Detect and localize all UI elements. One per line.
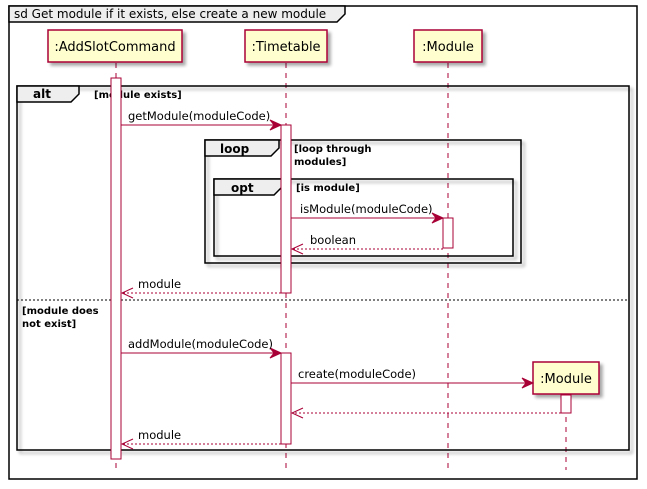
message-get-module-label: getModule(moduleCode)	[128, 109, 270, 123]
loop-guard-line2: modules]	[294, 157, 346, 168]
message-add-module-label: addModule(moduleCode)	[128, 337, 273, 351]
participant-created-module-label: :Module	[540, 372, 592, 387]
sd-frame: sd Get module if it exists, else create …	[8, 5, 638, 480]
activation-module	[442, 217, 454, 249]
alt-else-guard-line1: [module does	[22, 306, 99, 317]
loop-guard-line1: [loop through	[294, 144, 371, 155]
opt-fragment: opt [is module]	[213, 178, 514, 257]
opt-guard: [is module]	[296, 183, 360, 194]
message-create: create(moduleCode)	[291, 367, 535, 389]
participant-module: :Module	[413, 29, 483, 63]
loop-keyword: loop	[220, 142, 250, 156]
message-create-return	[290, 407, 561, 419]
message-is-module: isModule(moduleCode)	[291, 202, 445, 224]
loop-fragment: loop [loop through modules]	[204, 139, 522, 264]
activation-timetable-2	[280, 352, 292, 445]
alt-else-guard-line2: not exist]	[22, 319, 76, 330]
message-boolean-return: boolean	[290, 233, 443, 255]
participant-timetable: :Timetable	[244, 29, 328, 63]
participant-module-label: :Module	[422, 40, 474, 55]
message-get-module: getModule(moduleCode)	[121, 109, 283, 131]
activation-addslotcommand	[110, 77, 122, 460]
activation-timetable-1	[280, 124, 292, 294]
alt-keyword: alt	[33, 87, 51, 101]
activation-created-module	[560, 394, 572, 414]
message-add-module: addModule(moduleCode)	[121, 337, 283, 359]
message-module-return-1-label: module	[138, 277, 181, 291]
message-boolean-return-label: boolean	[310, 233, 356, 247]
participant-created-module: :Module	[532, 361, 600, 395]
alt-guard: [module exists]	[94, 90, 182, 101]
message-is-module-label: isModule(moduleCode)	[300, 202, 433, 216]
message-create-label: create(moduleCode)	[298, 367, 416, 381]
alt-fragment: alt [module exists] [module does not exi…	[16, 85, 630, 451]
diagram-title: sd Get module if it exists, else create …	[14, 7, 326, 21]
message-module-return-2-label: module	[138, 428, 181, 442]
opt-keyword: opt	[231, 181, 254, 195]
message-module-return-2: module	[120, 428, 281, 450]
participant-addslotcommand: :AddSlotCommand	[47, 29, 183, 63]
participant-addslotcommand-label: :AddSlotCommand	[54, 40, 175, 55]
message-module-return-1: module	[120, 277, 281, 299]
participant-timetable-label: :Timetable	[251, 40, 320, 55]
